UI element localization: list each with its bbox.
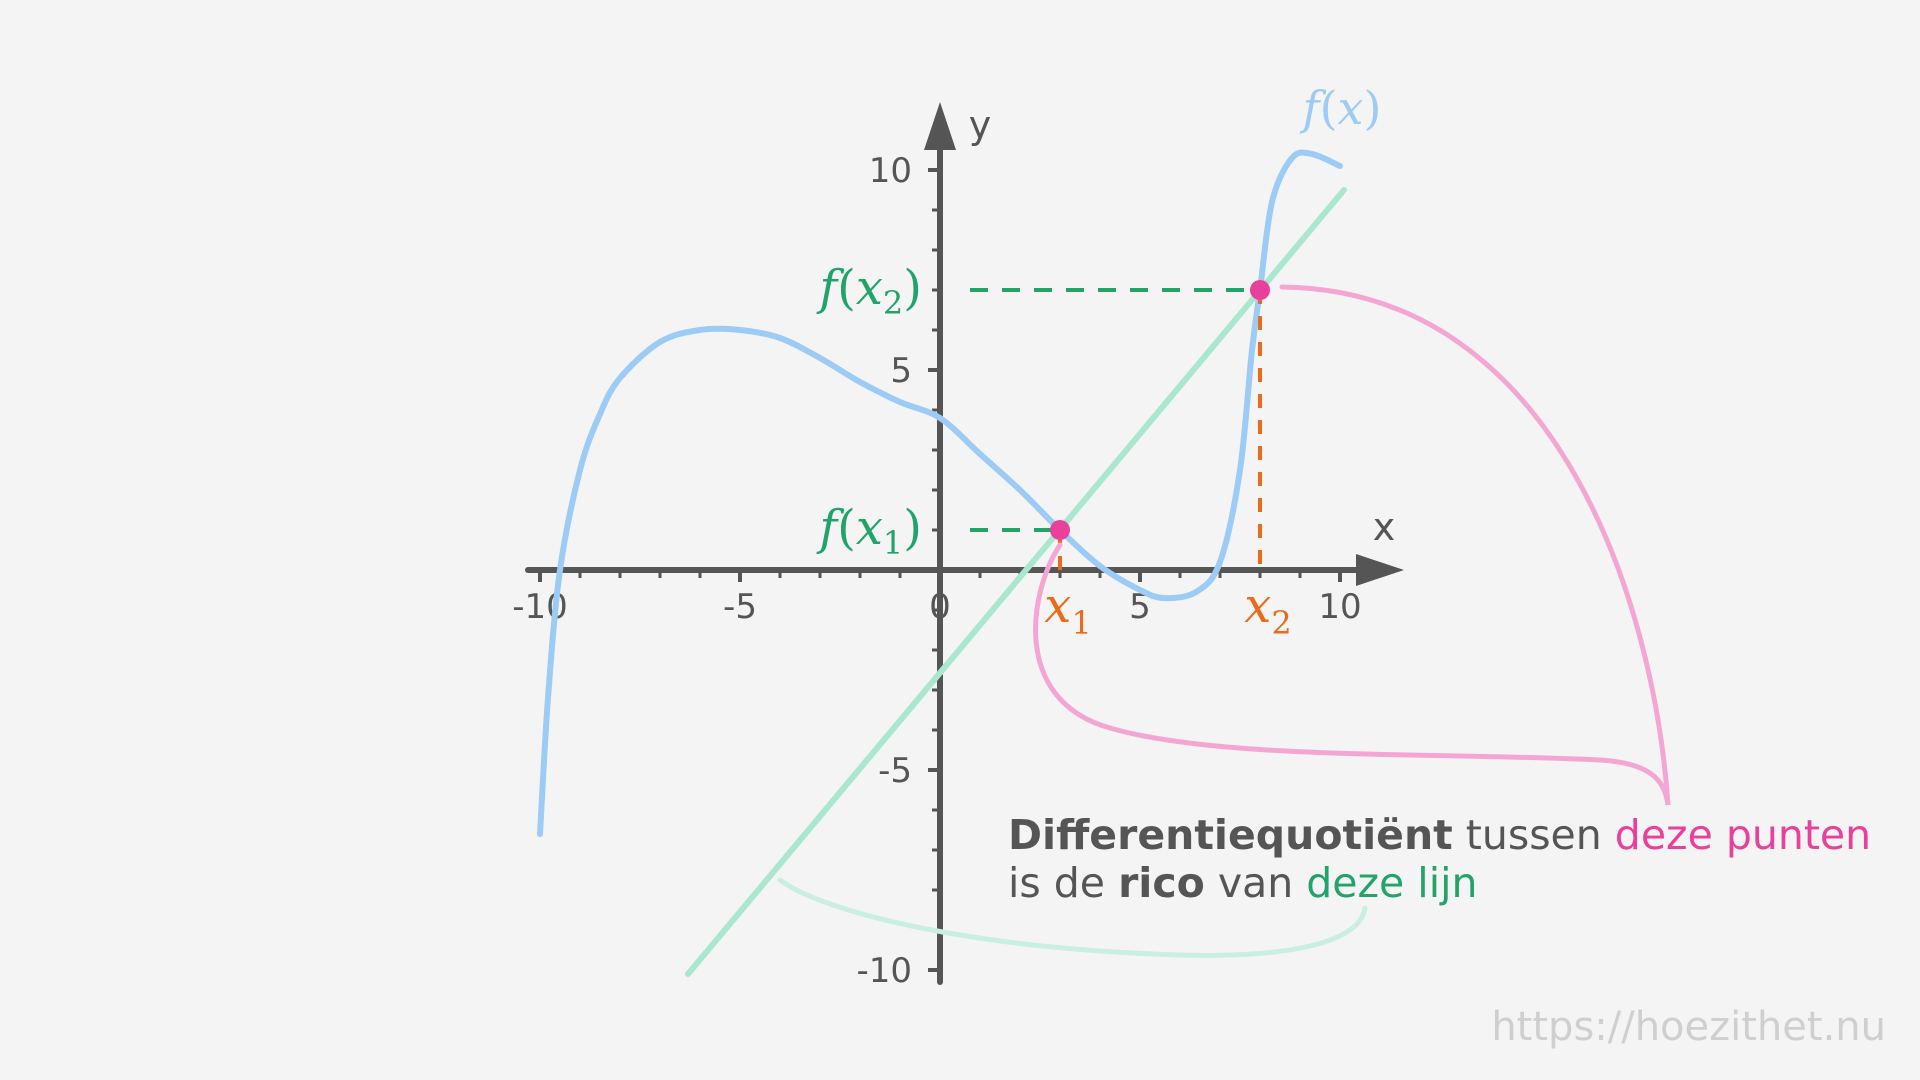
green-brace: [777, 877, 1368, 958]
f-x1-label: f(x1): [816, 500, 922, 562]
x-tick-label: 5: [1129, 587, 1151, 627]
caption-line-1: Differentiequotiënt tussen deze punten: [1008, 811, 1871, 859]
point-x1: [1050, 520, 1070, 540]
y-axis-name: y: [969, 103, 992, 147]
caption-line-2: is de rico van deze lijn: [1008, 859, 1477, 907]
x-axis-arrow: [1356, 554, 1404, 586]
function-curve: [537, 149, 1343, 837]
function-label: f(x): [1300, 81, 1382, 135]
x2-label: x2: [1244, 578, 1291, 642]
x-tick-label: -5: [723, 587, 757, 627]
watermark: https://hoezithet.nu: [1491, 1004, 1886, 1050]
point-x2: [1250, 280, 1270, 300]
y-tick-label: 10: [869, 151, 912, 191]
secant-line: [685, 187, 1347, 977]
x-tick-label: 0: [929, 587, 951, 627]
pink-brace: [1033, 284, 1671, 806]
x-tick-label: 10: [1318, 587, 1361, 627]
y-axis-arrow: [924, 102, 956, 150]
f-x2-label: f(x2): [816, 260, 922, 322]
y-tick-label: -10: [856, 951, 912, 991]
y-tick-label: -5: [878, 751, 912, 791]
y-tick-label: 5: [890, 351, 912, 391]
dashed-guides: [970, 288, 1262, 570]
x-axis-name: x: [1373, 505, 1396, 549]
x1-label: x1: [1044, 578, 1091, 642]
